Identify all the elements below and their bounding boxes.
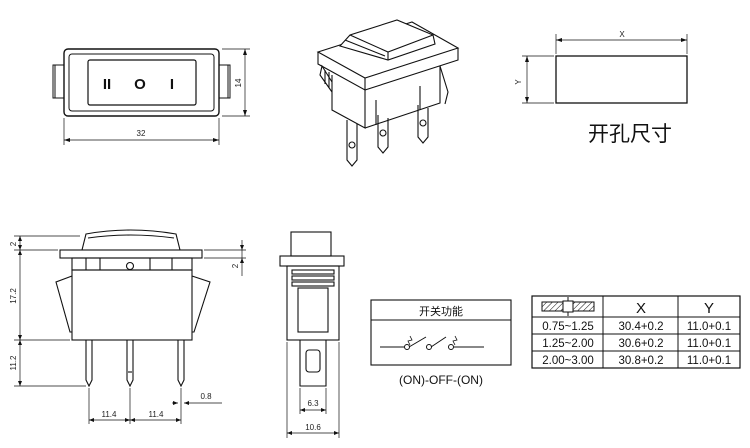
side-view: 2 17.2 11.2 2 11.4 11.4 0.8 [9,229,246,424]
table-cell: 30.8+0.2 [618,355,663,367]
symbol-off: O [134,76,146,93]
table-header-x: X [636,300,646,317]
table-cell: 30.6+0.2 [618,338,663,350]
symbol-on: I [170,76,174,93]
switch-function-box: 开关功能 (ON)-OFF-(ON) [370,299,512,387]
panel-size-table: X Y 0.75~1.25 30.4+0.2 11.0+0.1 1.25~2.0… [531,295,741,369]
pin-spacing-left-dimension: 11.4 [102,410,118,419]
flange-height-dimension: 2 [9,241,18,246]
panel-thickness-icon [541,297,595,316]
table-cell: 30.4+0.2 [618,321,663,333]
table-cell: 0.75~1.25 [542,321,593,333]
table-header-y: Y [704,300,714,317]
table-cell: 1.25~2.00 [542,338,593,350]
function-caption: (ON)-OFF-(ON) [399,373,483,387]
table-cell: 11.0+0.1 [687,355,731,367]
flange-thickness-dimension: 2 [231,263,240,268]
cutout-title: 开孔尺寸 [588,122,672,146]
pin-spacing-right-dimension: 11.4 [149,410,165,419]
symbol-double-on: II [103,76,111,93]
table-cell: 2.00~3.00 [542,355,593,367]
table-cell: 11.0+0.1 [687,338,731,350]
switch-symbol [380,335,484,350]
function-title: 开关功能 [419,304,463,318]
pin-thickness-dimension: 0.8 [200,392,212,401]
body-width-dimension: 10.6 [305,423,321,432]
height-dimension: 14 [234,78,243,87]
cutout-y-label: Y [514,79,523,85]
isometric-view [316,19,460,167]
width-dimension: 32 [137,129,146,138]
cutout-x-label: X [619,30,625,39]
end-view: 6.3 10.6 [279,231,345,438]
top-view: II O I 32 14 [52,48,250,145]
cutout-view: X Y 开孔尺寸 [514,30,688,146]
terminal-length-dimension: 11.2 [9,355,18,371]
body-height-dimension: 17.2 [9,288,18,304]
table-cell: 11.0+0.1 [687,321,731,333]
terminal-width-dimension: 6.3 [307,399,319,408]
